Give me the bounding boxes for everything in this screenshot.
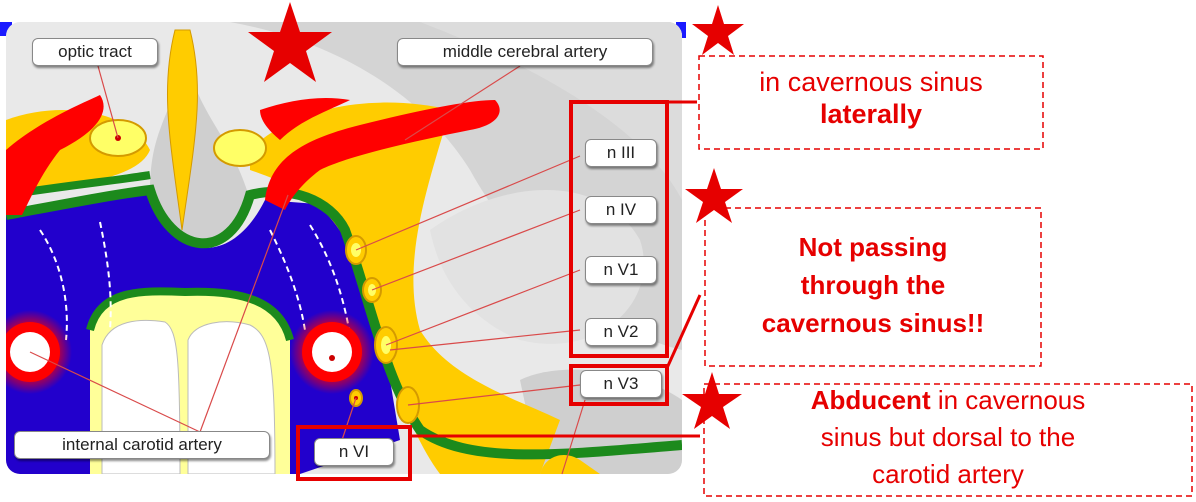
label-optic-tract: optic tract	[32, 38, 158, 66]
note-abducent-line2: sinus but dorsal to the	[704, 419, 1192, 456]
label-n-v2: n V2	[585, 318, 657, 346]
note-not-passing-line3: cavernous sinus!!	[762, 308, 985, 338]
note-not-passing-line2: through the	[801, 270, 945, 300]
label-n-v3: n V3	[580, 370, 662, 398]
star-icon	[685, 168, 743, 223]
star-icon	[692, 5, 744, 55]
anatomy-panel	[0, 22, 682, 474]
note-lateral-line2: laterally	[820, 99, 922, 129]
label-n-v1: n V1	[585, 256, 657, 284]
note-not-passing-line1: Not passing	[799, 232, 948, 262]
note-lateral-line1: in cavernous sinus	[699, 66, 1043, 98]
label-middle-cerebral-artery: middle cerebral artery	[397, 38, 653, 66]
note-not-passing: Not passing through the cavernous sinus!…	[705, 228, 1041, 342]
note-abducent-rest: in cavernous	[931, 385, 1086, 415]
label-n-iv: n IV	[585, 196, 657, 224]
label-n-iii: n III	[585, 139, 657, 167]
label-internal-carotid-artery: internal carotid artery	[14, 431, 270, 459]
note-abducent-bold: Abducent	[811, 385, 931, 415]
note-abducent-line3: carotid artery	[704, 456, 1192, 493]
note-lateral: in cavernous sinus laterally	[699, 66, 1043, 130]
note-abducent: Abducent in cavernous sinus but dorsal t…	[704, 382, 1192, 493]
label-n-vi: n VI	[314, 438, 394, 466]
